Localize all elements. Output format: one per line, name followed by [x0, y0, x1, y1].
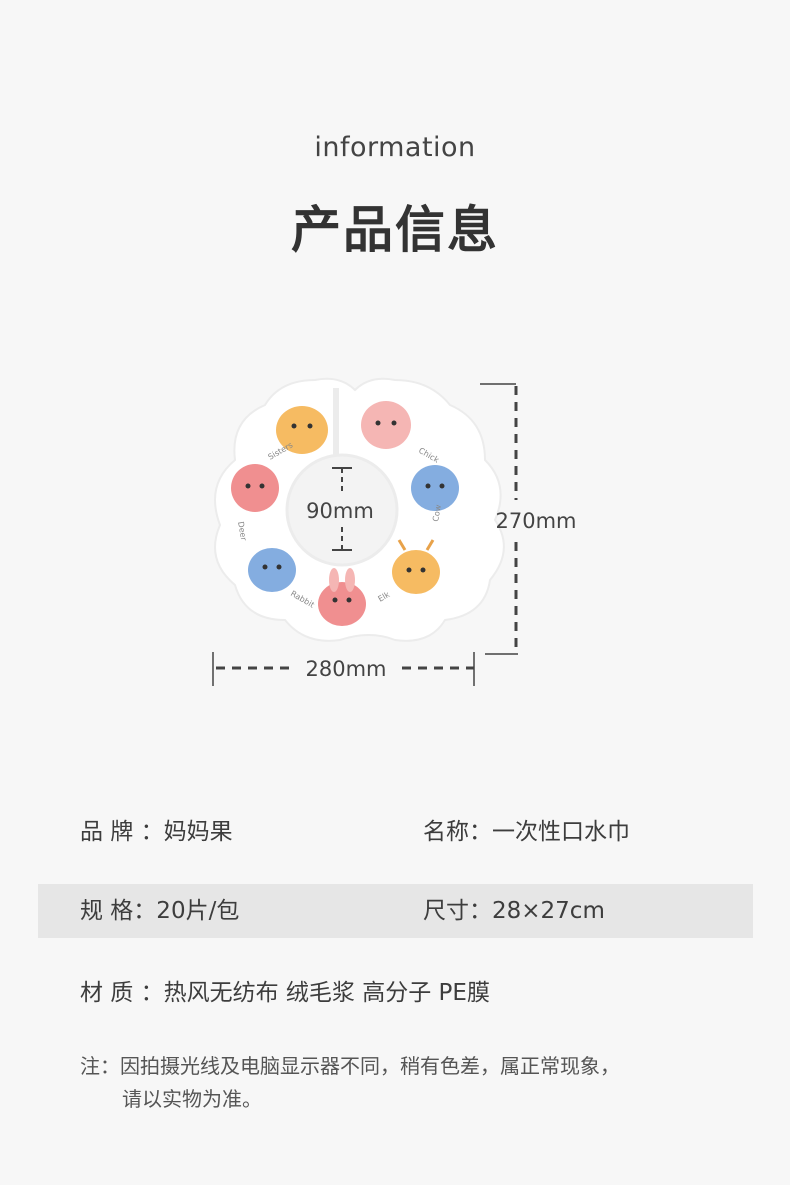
- width-marker: [212, 652, 475, 686]
- elk-character: [392, 539, 440, 594]
- spec-quantity: 规 格：20片/包: [80, 898, 240, 924]
- spec-dimensions: 尺寸：28×27cm: [423, 898, 605, 924]
- disclaimer-note: 注：因拍摄光线及电脑显示器不同，稍有色差，属正常现象， 请以实物为准。: [80, 1050, 720, 1116]
- cow-character: [411, 465, 459, 511]
- height-marker: [480, 383, 518, 655]
- height-label: 270mm: [496, 509, 577, 533]
- character-label-cow: Cow: [431, 504, 443, 523]
- note-line-2: 请以实物为准。: [122, 1087, 262, 1111]
- bib-illustration: Sisters Chick Deer Cow Rabbit Elk 90mm 2…: [212, 377, 577, 686]
- spec-row-material: 材 质 ：热风无纺布 绒毛浆 高分子 PE膜: [38, 966, 753, 1020]
- section-subtitle: information: [314, 132, 476, 163]
- note-line-1: 注：因拍摄光线及电脑显示器不同，稍有色差，属正常现象，: [80, 1054, 620, 1078]
- sheep-character: [231, 464, 279, 512]
- section-title: 产品信息: [291, 201, 499, 259]
- spec-row-size: 规 格：20片/包 尺寸：28×27cm: [38, 884, 753, 938]
- spec-material: 材 质 ：热风无纺布 绒毛浆 高分子 PE膜: [80, 980, 490, 1006]
- rabbit-character: [318, 568, 366, 626]
- width-label: 280mm: [306, 657, 387, 681]
- bear-character: [248, 548, 296, 592]
- spec-brand: 品 牌 ：妈妈果: [80, 819, 233, 845]
- inner-diameter-label: 90mm: [306, 499, 374, 523]
- product-diagram: Sisters Chick Deer Cow Rabbit Elk 90mm 2…: [190, 360, 610, 700]
- inner-diameter-marker: [332, 467, 352, 551]
- chick-character: [361, 401, 411, 449]
- spec-name: 名称：一次性口水巾: [423, 819, 630, 845]
- character-label-deer: Deer: [236, 521, 248, 542]
- tiger-character: [276, 406, 328, 454]
- spec-row-brand: 品 牌 ：妈妈果 名称：一次性口水巾: [38, 805, 753, 859]
